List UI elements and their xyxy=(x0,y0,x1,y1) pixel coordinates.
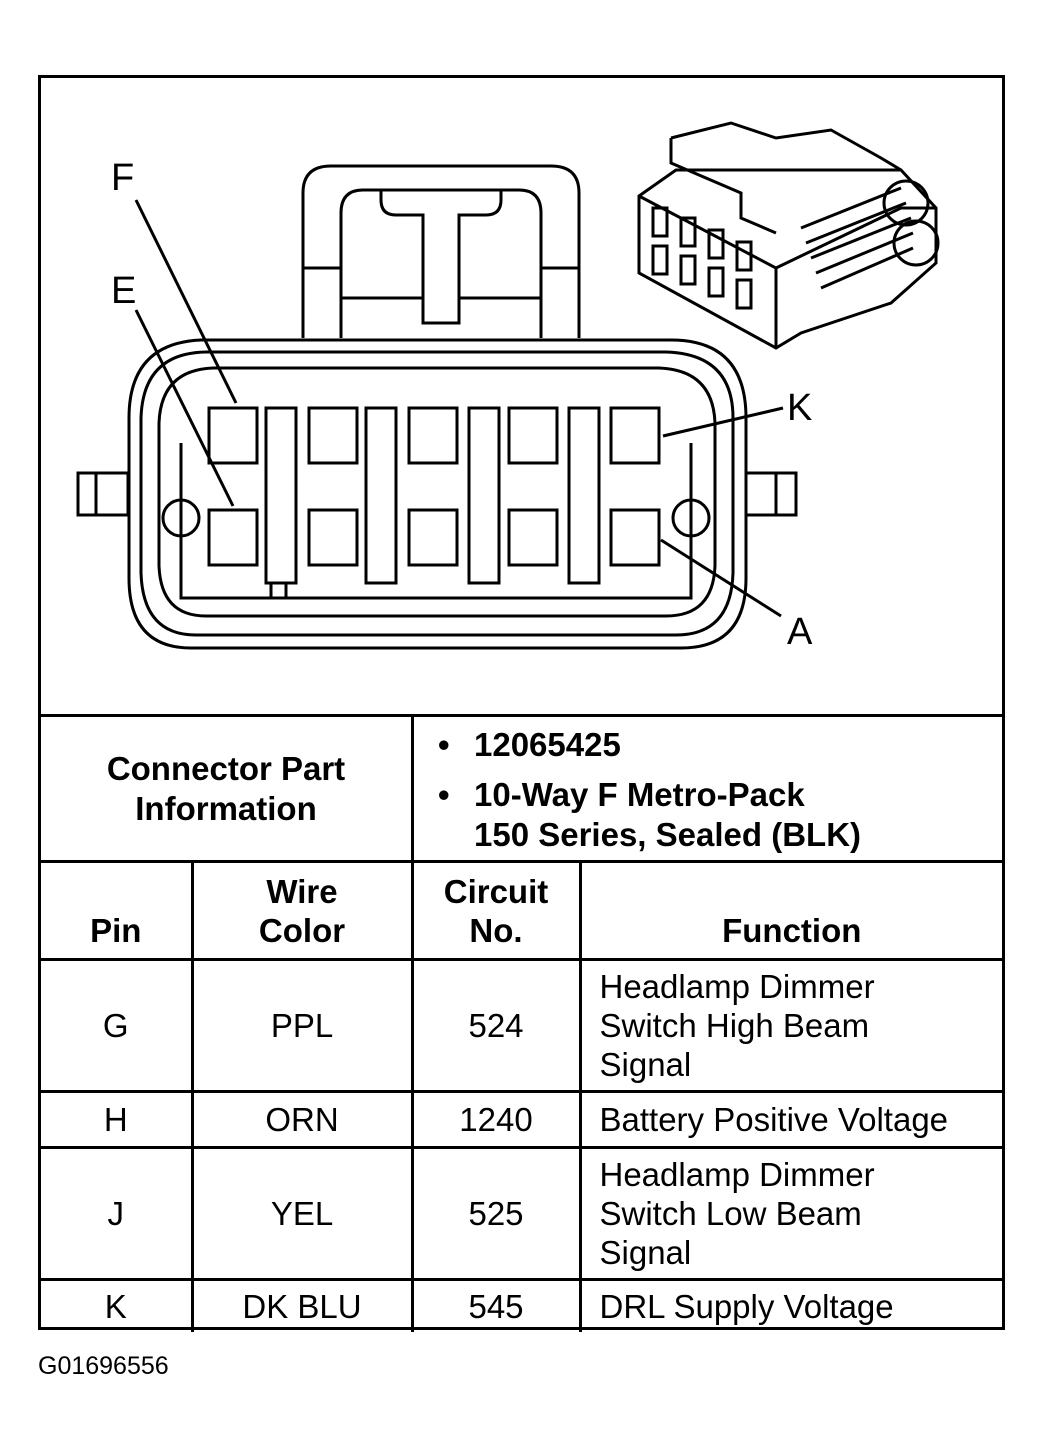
pin-cell: K xyxy=(41,1278,194,1332)
figure-id: G01696556 xyxy=(38,1352,169,1380)
pin-label-e: E xyxy=(111,270,136,312)
wire-color-cell: YEL xyxy=(190,1146,414,1281)
connector-info-details: 12065425 10-Way F Metro-Pack 150 Series,… xyxy=(414,725,1002,865)
connector-part-information: Connector Part Information 12065425 10-W… xyxy=(41,714,1002,860)
circuit-cell: 525 xyxy=(410,1146,582,1281)
connector-info-heading-line2: Information xyxy=(135,789,317,827)
wire-color-cell: DK BLU xyxy=(190,1278,414,1332)
connector-description-line2: 150 Series, Sealed (BLK) xyxy=(474,816,862,853)
function-line: Headlamp Dimmer xyxy=(599,1156,875,1193)
function-line: Signal xyxy=(599,1046,692,1083)
function-line: Switch Low Beam xyxy=(599,1195,862,1232)
circuit-cell: 1240 xyxy=(410,1090,582,1149)
connector-description-line1: 10-Way F Metro-Pack xyxy=(474,776,805,813)
function-line: DRL Supply Voltage xyxy=(599,1287,894,1325)
connector-figure-frame: F E K A Connector Part Information 12065… xyxy=(38,75,1005,1332)
circuit-cell: 524 xyxy=(410,958,582,1093)
pin-cell: J xyxy=(41,1146,194,1281)
connector-3d-sketch-icon xyxy=(637,121,940,350)
connector-face-drawing: F E K A xyxy=(76,121,940,653)
connector-description: 10-Way F Metro-Pack 150 Series, Sealed (… xyxy=(438,775,1002,855)
wire-color-cell: ORN xyxy=(190,1090,414,1149)
function-cell: Battery Positive Voltage xyxy=(578,1090,1002,1149)
function-line: Signal xyxy=(599,1234,692,1271)
wire-color-cell: PPL xyxy=(190,958,414,1093)
header-pin: Pin xyxy=(41,860,194,961)
function-line: Headlamp Dimmer xyxy=(599,968,875,1005)
pin-cell: G xyxy=(41,958,194,1093)
function-line: Switch High Beam xyxy=(599,1007,870,1044)
pin-cell: H xyxy=(41,1090,194,1149)
pin-label-a: A xyxy=(787,611,813,653)
connector-info-heading-line1: Connector Part xyxy=(106,749,346,787)
header-function: Function xyxy=(578,860,1002,961)
pin-label-k: K xyxy=(787,387,812,429)
connector-info-heading: Connector Part Information xyxy=(41,717,414,860)
connector-diagram: F E K A xyxy=(41,78,1002,713)
circuit-cell: 545 xyxy=(410,1278,582,1332)
function-cell: DRL Supply Voltage xyxy=(578,1278,1002,1332)
part-number: 12065425 xyxy=(438,725,1002,765)
function-line: Battery Positive Voltage xyxy=(599,1101,949,1138)
pin-label-f: F xyxy=(111,157,134,199)
